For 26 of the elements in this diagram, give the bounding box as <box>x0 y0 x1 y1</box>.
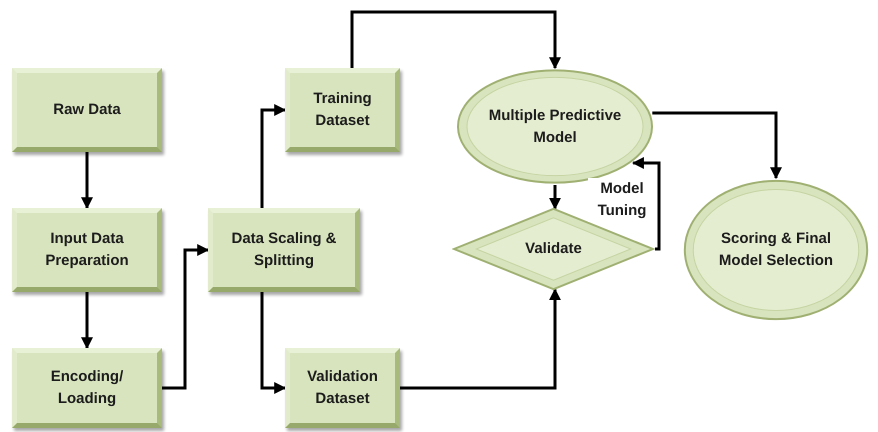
node-label: Validation Dataset <box>306 367 379 409</box>
arrow <box>260 104 286 208</box>
arrow <box>162 244 210 390</box>
node-label: Validate <box>524 239 583 259</box>
process-box <box>208 208 360 292</box>
arrow <box>81 152 93 210</box>
process-ellipse <box>682 178 870 322</box>
process-box <box>12 348 162 428</box>
node-label: Scoring & Final Model Selection <box>718 229 834 271</box>
arrow <box>81 292 93 350</box>
node-label: Data Scaling & Splitting <box>230 229 338 271</box>
process-box <box>12 68 162 152</box>
arrow <box>632 157 660 250</box>
node-label: Input Data Preparation <box>44 229 130 271</box>
arrow <box>260 292 286 394</box>
node-label: Encoding/ Loading <box>50 367 124 409</box>
arrow <box>350 10 561 70</box>
process-box <box>285 348 400 428</box>
process-box <box>285 68 400 152</box>
process-box <box>12 208 162 292</box>
arrow <box>652 112 782 180</box>
arrow <box>549 185 561 210</box>
node-label: Raw Data <box>52 100 122 120</box>
node-label: Multiple Predictive Model <box>488 106 622 148</box>
node-label: Training Dataset <box>312 89 373 131</box>
arrow <box>400 288 561 390</box>
